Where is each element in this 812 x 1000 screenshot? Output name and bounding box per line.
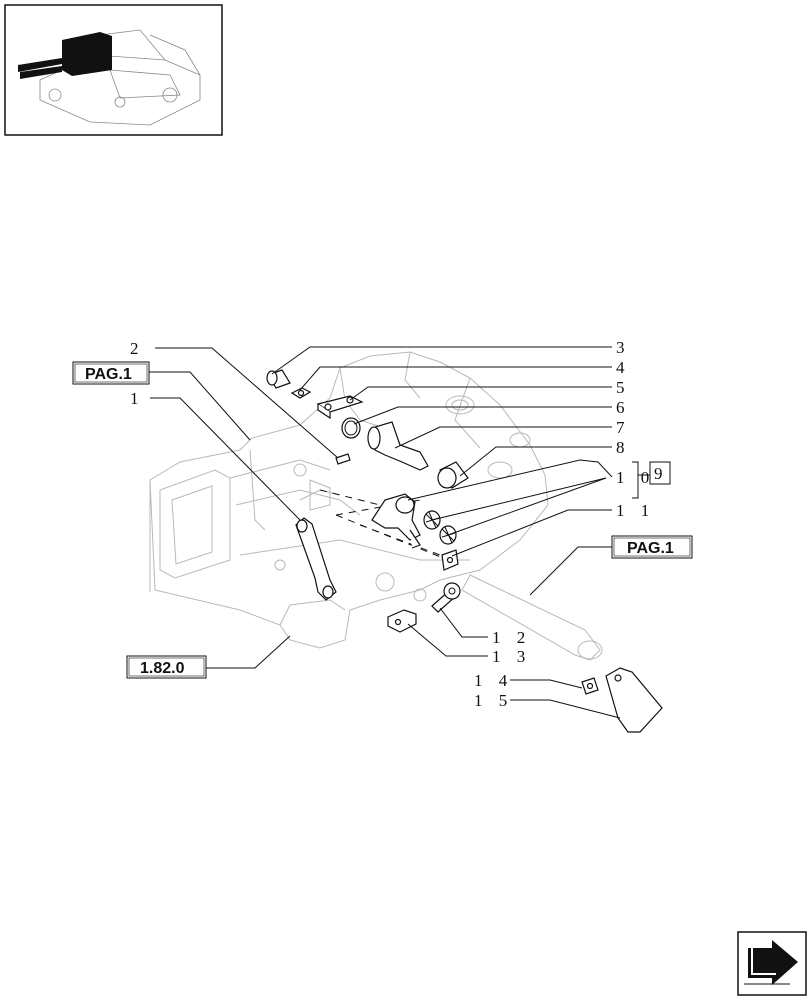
part-2-pin[interactable]	[335, 453, 351, 465]
svg-text:PAG.1: PAG.1	[627, 540, 674, 557]
page-ref-left[interactable]: PAG.1	[72, 361, 150, 385]
part-11-rollers[interactable]	[423, 510, 457, 545]
part-4-washer[interactable]	[290, 387, 312, 399]
part-6-o-ring[interactable]	[341, 417, 361, 439]
part-12-eye-bolt[interactable]	[431, 582, 461, 613]
next-page-arrow-icon[interactable]	[737, 931, 807, 996]
callout-7: 7	[616, 418, 631, 437]
callout-11: 1 1	[616, 501, 655, 520]
callout-14: 1 4	[474, 671, 513, 690]
callout-8: 8	[616, 438, 631, 457]
leader-lines	[149, 346, 650, 719]
svg-text:PAG.1: PAG.1	[85, 366, 132, 383]
callout-3: 3	[616, 338, 631, 357]
part-clip[interactable]	[441, 549, 459, 571]
part-8-bush[interactable]	[437, 461, 469, 489]
callout-2: 2	[130, 339, 145, 358]
part-5-plate[interactable]	[316, 395, 364, 420]
callout-4: 4	[616, 358, 631, 377]
page-ref-right[interactable]: PAG.1	[611, 535, 693, 559]
callout-10: 1 0	[616, 468, 655, 487]
part-7-shaft[interactable]	[367, 421, 429, 471]
callout-5: 5	[616, 378, 631, 397]
part-1-link[interactable]	[295, 517, 337, 601]
housing-outline	[149, 351, 603, 661]
callout-13: 1 3	[492, 647, 531, 666]
svg-text:1.82.0: 1.82.0	[140, 660, 185, 677]
callout-6: 6	[616, 398, 631, 417]
callout-15: 1 5	[474, 691, 513, 710]
callout-12: 1 2	[492, 628, 531, 647]
part-13-fork[interactable]	[387, 609, 417, 633]
callout-1: 1	[130, 389, 145, 408]
part-10-lever[interactable]	[371, 493, 421, 549]
assembly-thumbnail-icon[interactable]	[4, 4, 223, 136]
svg-text:9: 9	[654, 464, 663, 483]
part-3-screw[interactable]	[266, 369, 291, 389]
callout-numbers: 2 1 3 4 5 6 7 8 1 0 1 1 1 2 1 3 1 4 1 5	[130, 338, 655, 710]
part-14-nut[interactable]	[581, 677, 599, 695]
section-ref[interactable]: 1.82.0	[126, 655, 207, 679]
box-ref-9[interactable]: 9	[649, 461, 671, 485]
part-15-handle[interactable]	[605, 667, 663, 733]
